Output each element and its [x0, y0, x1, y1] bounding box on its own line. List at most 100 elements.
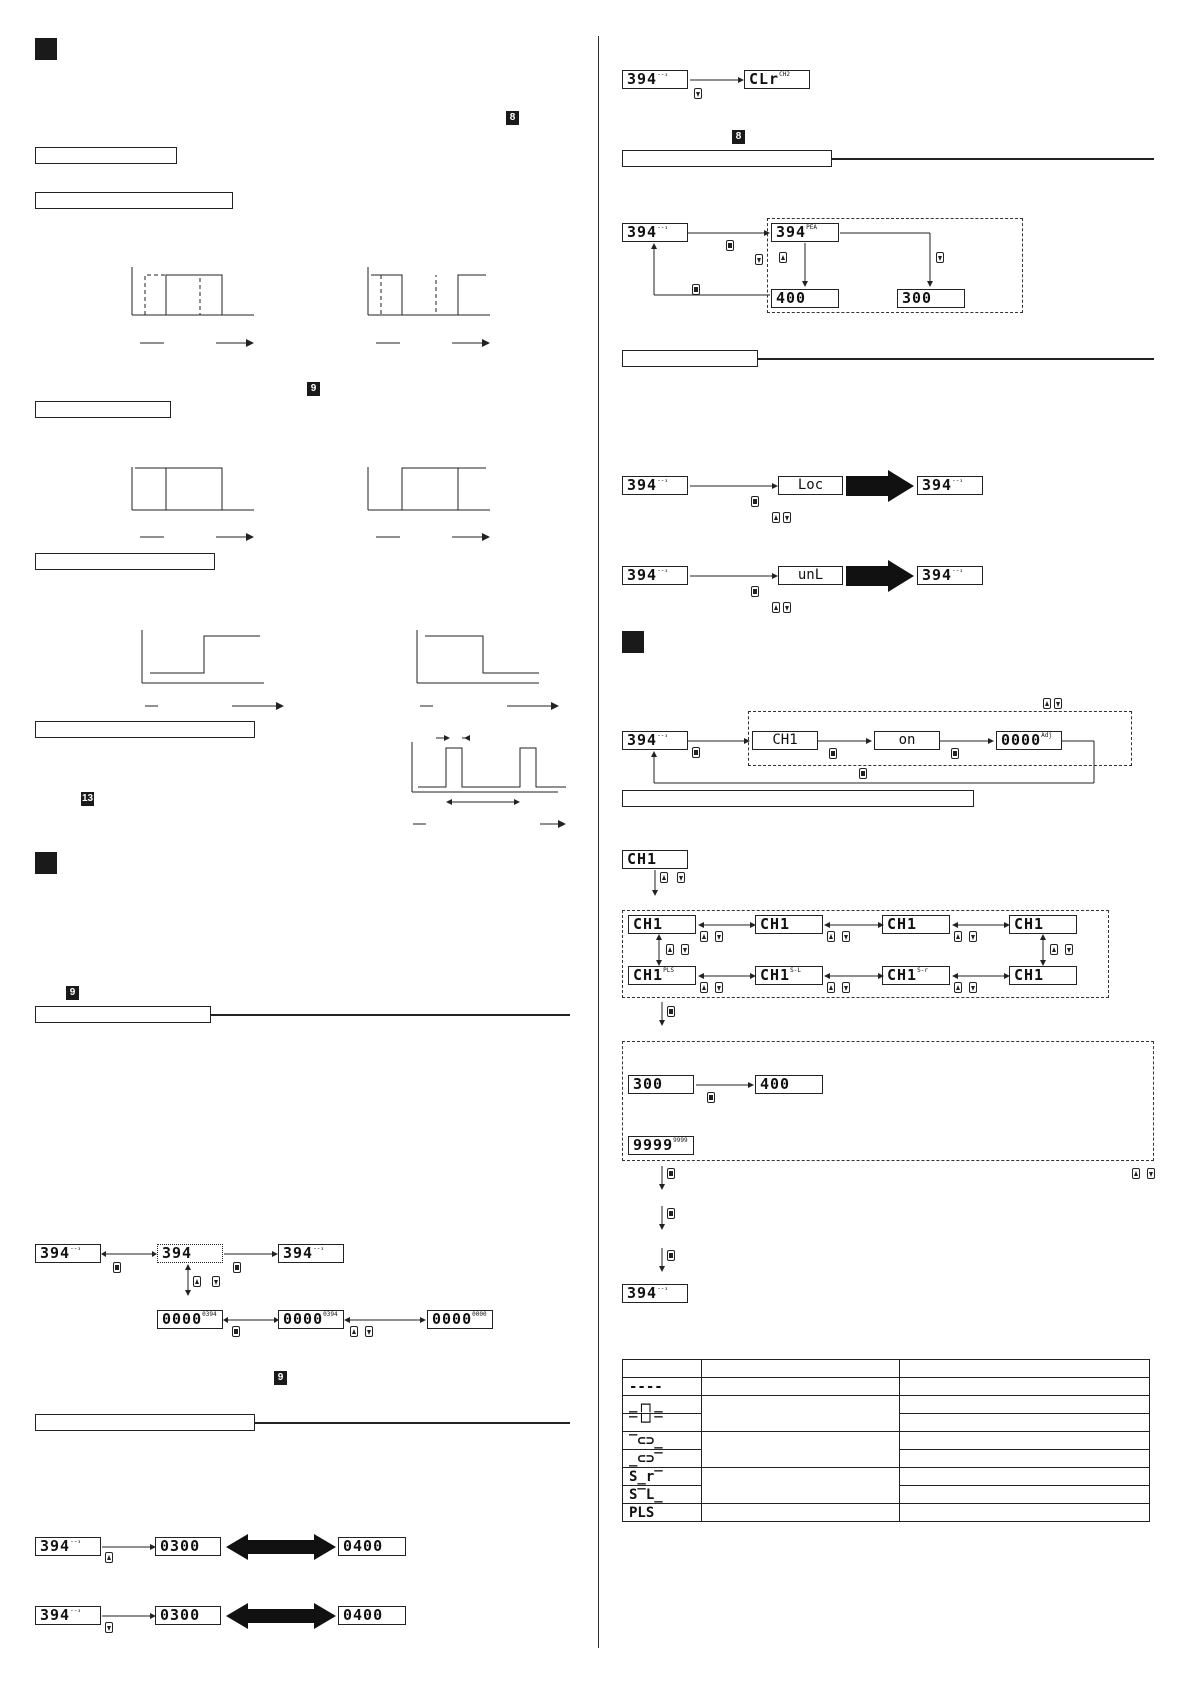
- flow-arrow: [696, 1082, 754, 1088]
- down-key-icon: [969, 982, 977, 993]
- mode-key-icon: [751, 586, 759, 597]
- lcd-display: CH1: [882, 915, 950, 934]
- heading-box: [35, 1006, 211, 1023]
- up-key-icon: [666, 944, 674, 955]
- lcd-display: 0300: [155, 1606, 221, 1625]
- down-key-icon: [715, 982, 723, 993]
- mode-key-icon: [751, 496, 759, 507]
- dashed-group: [622, 1041, 1154, 1161]
- table-row: S‾L_: [622, 1485, 1150, 1504]
- lcd-display: CH1: [628, 915, 696, 934]
- mode-code: _⊂⊃‾: [622, 1449, 702, 1468]
- lcd-display: 99999999: [628, 1136, 694, 1155]
- down-key-icon: [715, 931, 723, 942]
- lcd-display: 0400: [338, 1606, 406, 1625]
- lcd-display: CH1S-r: [882, 966, 950, 985]
- ref-badge: 9: [274, 1371, 287, 1385]
- down-key-icon: [755, 254, 763, 265]
- grid-arrows: [656, 922, 1046, 979]
- flow-arrow: [659, 1248, 665, 1272]
- ref-badge: 13: [81, 792, 94, 806]
- mode-key-icon: [707, 1092, 715, 1103]
- pulse-diagram: [411, 735, 566, 828]
- lcd-display: 00000394: [157, 1310, 223, 1329]
- mode-code: ‾└┘‾: [622, 1413, 702, 1432]
- lcd-display: 394--₃: [917, 476, 983, 495]
- mode-key-icon: [726, 240, 734, 251]
- up-key-icon: [954, 982, 962, 993]
- heading-box: [35, 147, 177, 164]
- flow-arrow: [690, 77, 744, 83]
- lcd-display: 0400: [338, 1537, 406, 1556]
- lcd-display: 394--₃: [917, 566, 983, 585]
- flow-arrow: [659, 1166, 665, 1190]
- ref-badge: 9: [307, 382, 320, 396]
- up-key-icon: [1050, 944, 1058, 955]
- lcd-display: 394--₃: [35, 1606, 101, 1625]
- heading-rule: [255, 1422, 570, 1424]
- mode-key-icon: [667, 1168, 675, 1179]
- mode-code: ----: [622, 1377, 702, 1396]
- heading-rule: [211, 1014, 570, 1016]
- down-key-icon: [783, 512, 791, 523]
- mode-key-icon: [951, 748, 959, 759]
- section-marker-left-1: [35, 38, 57, 60]
- mode-key-icon: [859, 768, 867, 779]
- lcd-display: CH1S-L: [755, 966, 823, 985]
- mode-code: _┌┐_: [622, 1395, 702, 1414]
- flow-arrows: [101, 1251, 278, 1296]
- down-key-icon: [1147, 1168, 1155, 1179]
- timing-diagram-2b: [367, 467, 490, 541]
- dashed-group: [767, 218, 1023, 313]
- up-key-icon: [700, 982, 708, 993]
- down-key-icon: [212, 1276, 220, 1287]
- mode-key-icon: [692, 747, 700, 758]
- timing-diagram-3a: [141, 630, 284, 710]
- up-key-icon: [779, 252, 787, 263]
- heading-rule: [758, 358, 1154, 360]
- ref-badge: 8: [732, 130, 745, 144]
- lcd-display: 394--₃: [622, 731, 688, 750]
- lcd-display: 394--₃: [622, 223, 688, 242]
- lcd-display: 00000000: [427, 1310, 493, 1329]
- timing-diagram-1b: [367, 267, 490, 347]
- table-row: ‾⊂⊃_: [622, 1431, 1150, 1468]
- timing-diagram-3b: [416, 630, 559, 710]
- lcd-display: CH1: [1009, 966, 1077, 985]
- message-box: on: [874, 731, 940, 750]
- timing-diagram-1a: [131, 267, 254, 347]
- down-key-icon: [105, 1622, 113, 1633]
- up-key-icon: [1132, 1168, 1140, 1179]
- down-key-icon: [936, 252, 944, 263]
- lcd-display: 400: [771, 289, 839, 308]
- message-box: CH1: [752, 731, 818, 750]
- lcd-display: 00000394: [278, 1310, 344, 1329]
- table-row: ‾└┘‾: [622, 1413, 1150, 1432]
- heading-box: [622, 350, 758, 367]
- heading-rule: [832, 158, 1154, 160]
- up-key-icon: [660, 872, 668, 883]
- mode-key-icon: [667, 1250, 675, 1261]
- mode-key-icon: [233, 1262, 241, 1273]
- ref-badge: 8: [506, 111, 519, 125]
- flow-arrows: [690, 470, 914, 502]
- down-key-icon: [1054, 698, 1062, 709]
- table-row: PLS: [622, 1503, 1150, 1522]
- lcd-display: 394--₃: [278, 1244, 344, 1263]
- mode-key-icon: [232, 1326, 240, 1337]
- mode-key-icon: [667, 1208, 675, 1219]
- up-key-icon: [193, 1276, 201, 1287]
- lcd-display: 394--₃: [622, 70, 688, 89]
- down-key-icon: [1065, 944, 1073, 955]
- output-mode-table: ---- _┌┐_ ‾└┘‾ ‾⊂⊃_ _⊂⊃‾ S_r‾ S‾L_ PLS: [622, 1359, 1150, 1522]
- heading-box: [622, 790, 974, 807]
- up-key-icon: [700, 931, 708, 942]
- lcd-display: CH1: [755, 915, 823, 934]
- lcd-display: CH1: [1009, 915, 1077, 934]
- heading-box: [35, 1414, 255, 1431]
- up-key-icon: [954, 931, 962, 942]
- lcd-display: CLrCH2: [744, 70, 810, 89]
- lcd-display: 394--₃: [622, 1284, 688, 1303]
- ref-badge: 9: [66, 986, 79, 1000]
- down-key-icon: [365, 1326, 373, 1337]
